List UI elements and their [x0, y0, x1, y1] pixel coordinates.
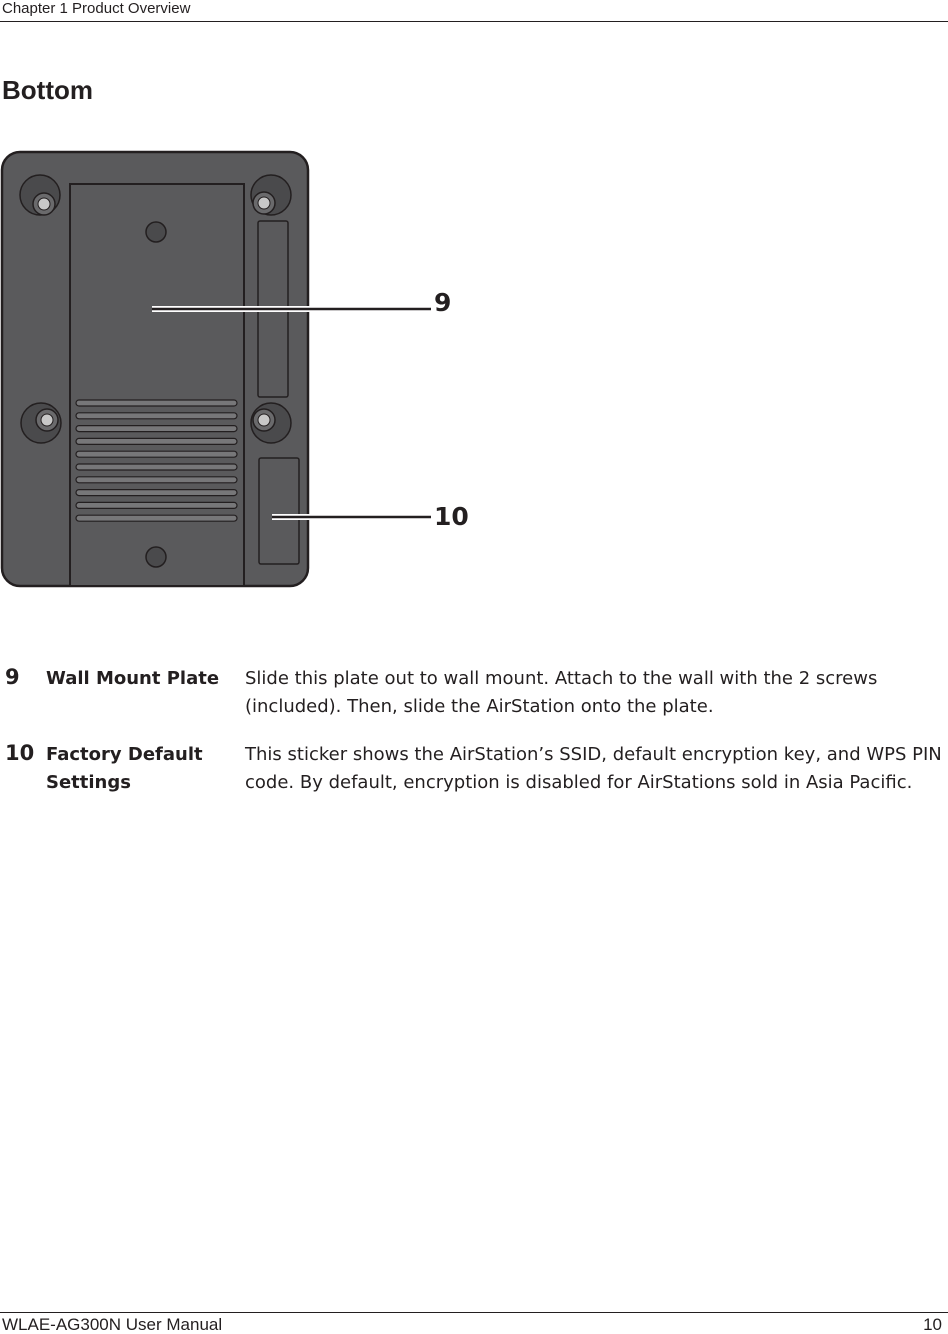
vent-slot	[75, 489, 238, 497]
screw-hole-top	[145, 221, 167, 243]
vent-slot	[75, 476, 238, 484]
callout-label-9: 9	[434, 288, 452, 317]
vent-slot	[75, 425, 238, 433]
vent-slot	[75, 463, 238, 471]
vent-slot	[75, 399, 238, 407]
item-description: This sticker shows the AirStation’s SSID…	[245, 744, 942, 793]
rubber-foot-top-left	[19, 174, 61, 216]
rubber-foot-top-right	[250, 174, 292, 216]
vent-slot	[75, 450, 238, 458]
vent-slot	[75, 501, 238, 509]
manual-title: WLAE-AG300N User Manual	[2, 1315, 223, 1334]
item-description: Slide this plate out to wall mount. Atta…	[245, 668, 878, 717]
default-settings-sticker	[258, 457, 300, 565]
page-number: 10	[923, 1315, 942, 1334]
rubber-foot-bottom-left	[20, 402, 62, 444]
wall-mount-plate	[69, 183, 245, 587]
page-footer: WLAE-AG300N User Manual 10	[0, 1312, 948, 1334]
rubber-foot-bottom-right	[250, 402, 292, 444]
ventilation-slots	[75, 399, 238, 522]
vent-slot	[75, 514, 238, 522]
page-header: Chapter 1 Product Overview	[0, 0, 948, 22]
device-bottom-figure: 9 10	[0, 140, 480, 600]
vent-slot	[75, 412, 238, 420]
item-number: 10	[5, 741, 35, 765]
item-number: 9	[5, 665, 20, 689]
callout-label-10: 10	[434, 502, 469, 531]
section-title: Bottom	[2, 75, 93, 105]
item-term: Factory Default Settings	[46, 744, 203, 793]
chapter-heading: Chapter 1 Product Overview	[2, 0, 191, 17]
screw-hole-bottom	[145, 546, 167, 568]
item-term: Wall Mount Plate	[46, 668, 220, 689]
device-bottom-illustration	[0, 150, 431, 588]
vent-slot	[75, 437, 238, 445]
